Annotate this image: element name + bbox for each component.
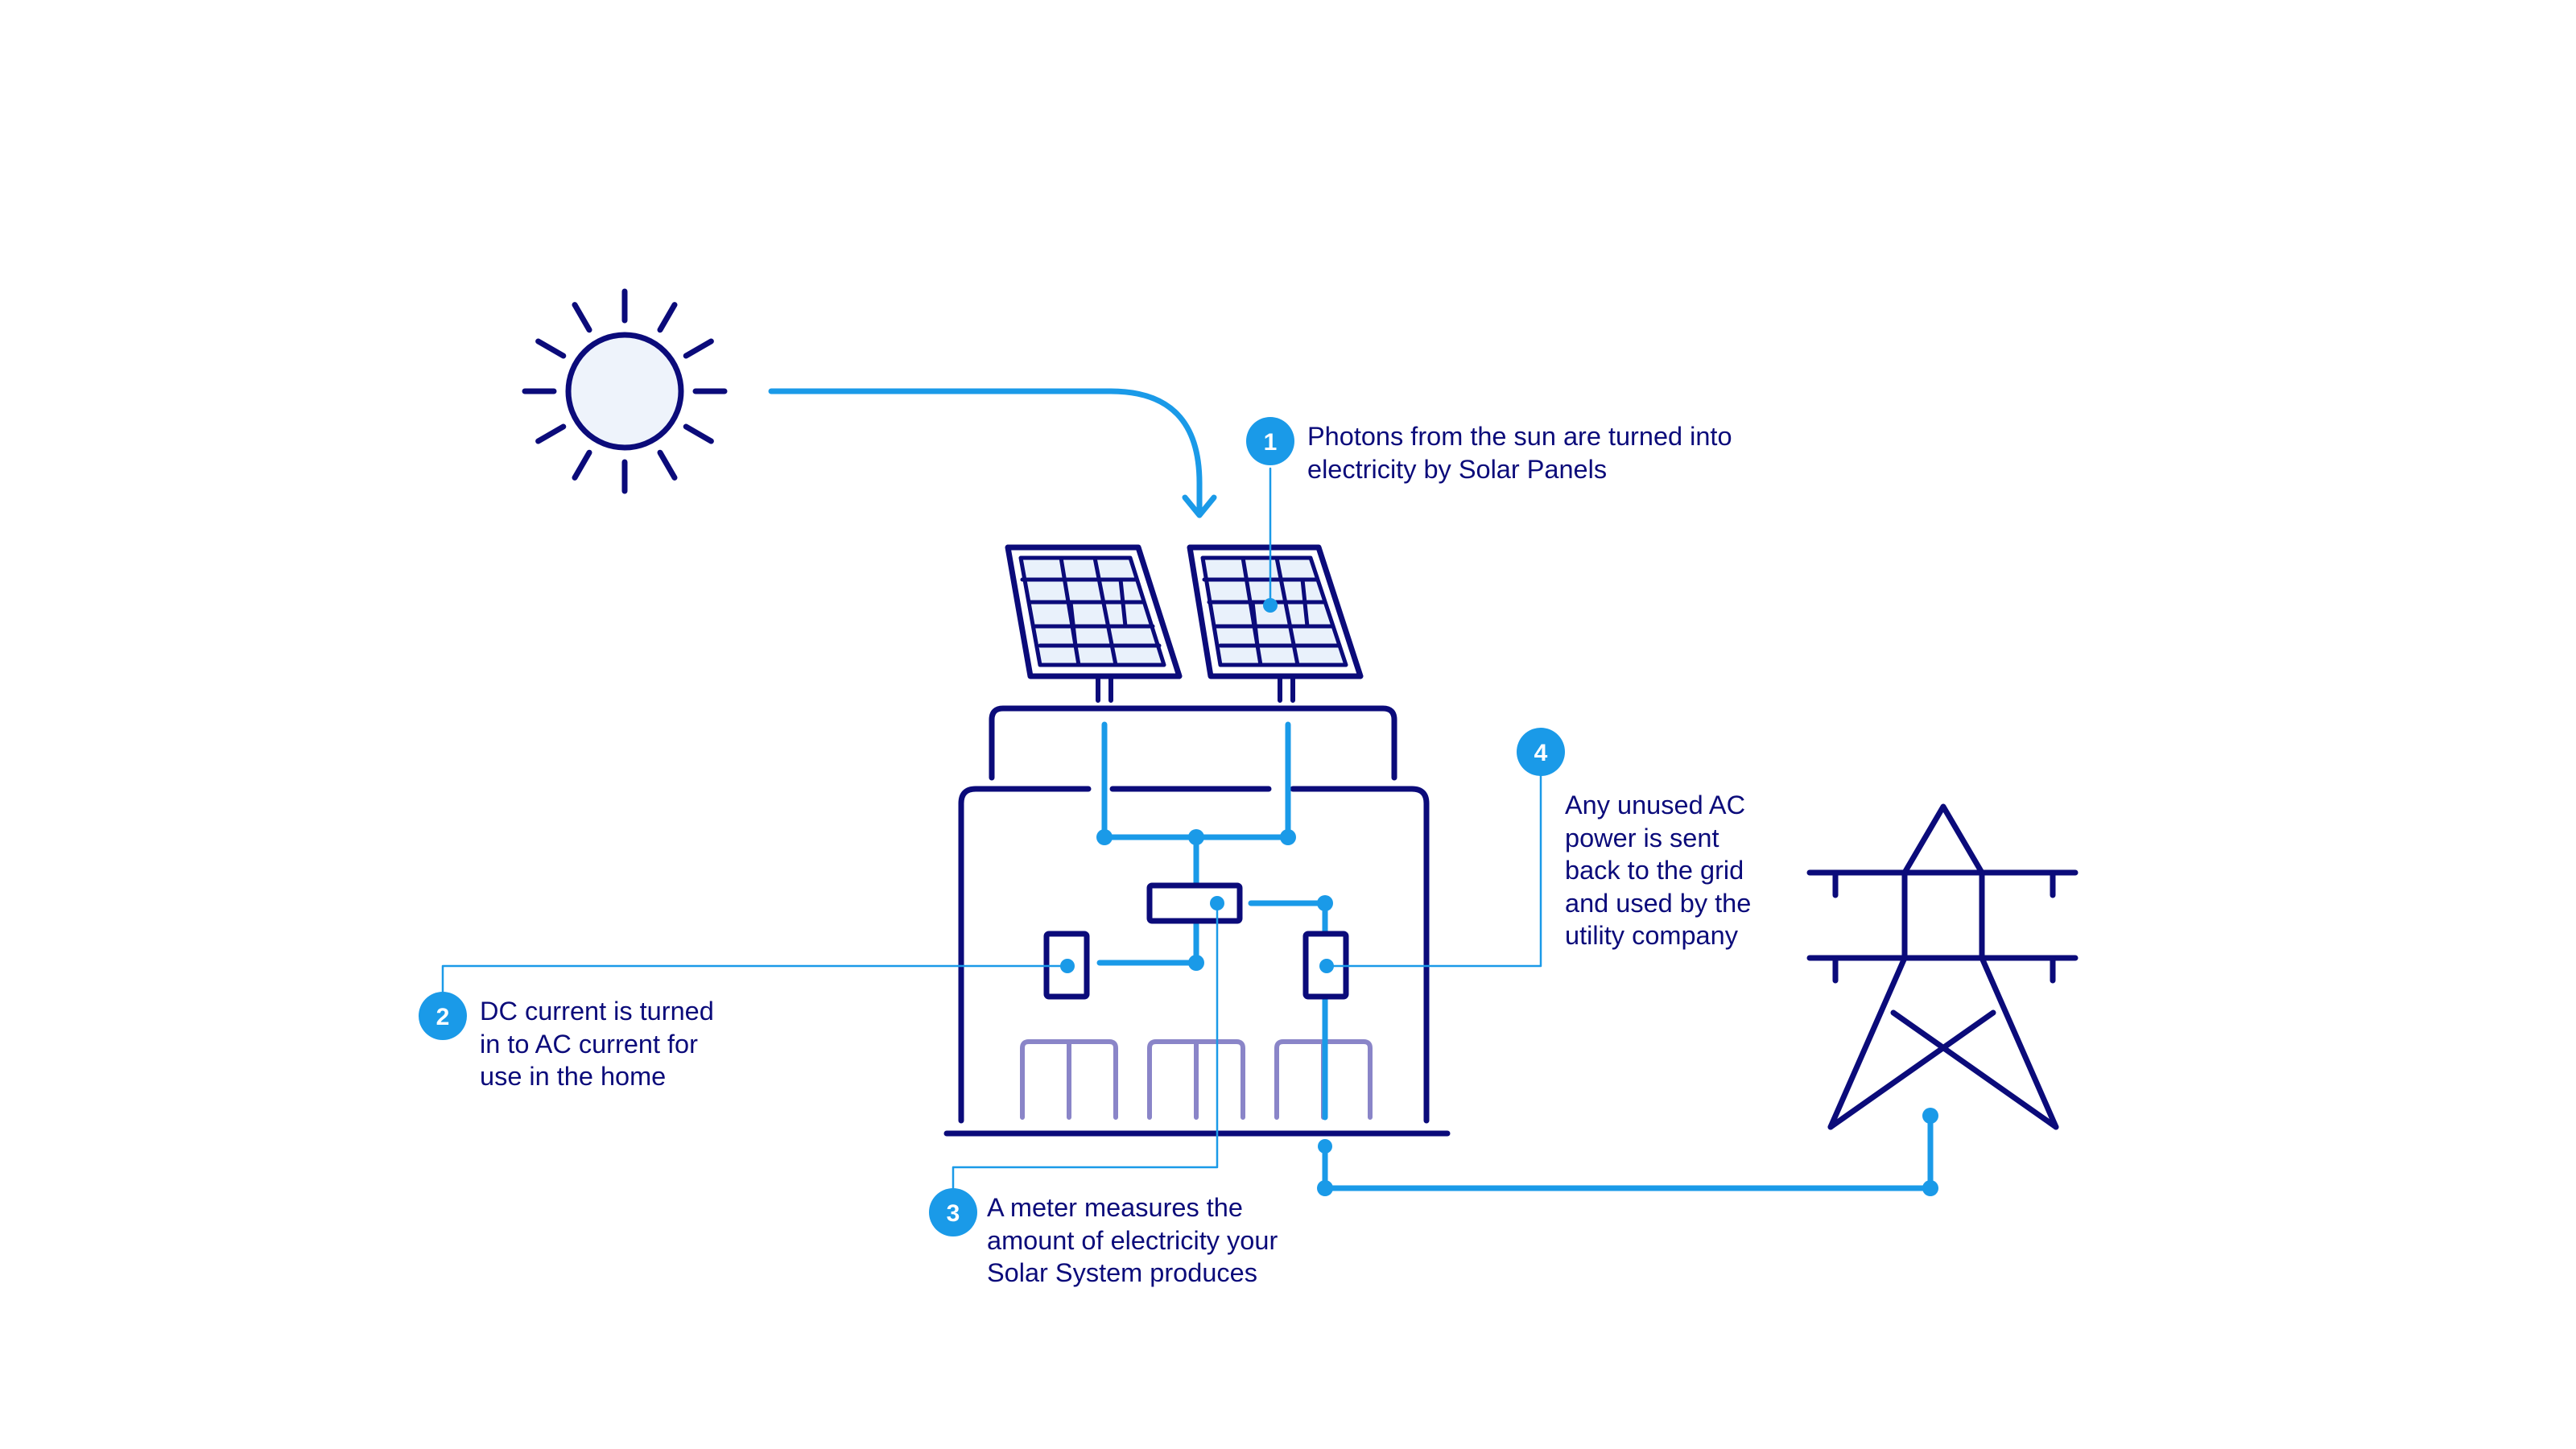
sun-ray [657, 302, 678, 333]
callout-leaders [441, 467, 1542, 1196]
step-badge-3: 3 [929, 1188, 977, 1236]
solar-panel-icon [1187, 544, 1364, 703]
step-1-text: Photons from the sun are turned into ele… [1307, 422, 1732, 484]
step-4-text: Any unused AC power is sent back to the … [1565, 791, 1752, 950]
svg-text:3: 3 [947, 1200, 960, 1227]
house-wiring [1096, 721, 1938, 1196]
callout-dots [1060, 598, 1334, 973]
step-3-text: A meter measures the amount of electrici… [987, 1193, 1278, 1287]
sun-ray [657, 449, 678, 481]
step-badge-4: 4 [1517, 728, 1565, 776]
step-badge-1: 1 [1246, 417, 1294, 465]
pylon-icon [1806, 803, 2079, 1130]
sun-ray [572, 302, 592, 333]
house-icon [943, 705, 1451, 1137]
svg-text:1: 1 [1264, 429, 1278, 456]
sun-ray [683, 338, 714, 359]
svg-text:2: 2 [436, 1004, 450, 1030]
solar-panel-icon [1005, 544, 1183, 703]
sun-ray [572, 449, 592, 481]
sun-ray [683, 423, 714, 444]
meter-icon [1146, 882, 1243, 924]
switchboard-icon [1020, 1039, 1373, 1120]
step-2-text: DC current is turned in to AC current fo… [480, 997, 714, 1091]
sun-ray [535, 338, 567, 359]
step-badge-2: 2 [419, 992, 467, 1040]
sun-icon [522, 288, 728, 494]
sunlight-arrow [768, 388, 1217, 518]
sun-ray [535, 423, 567, 444]
svg-text:4: 4 [1534, 740, 1548, 766]
